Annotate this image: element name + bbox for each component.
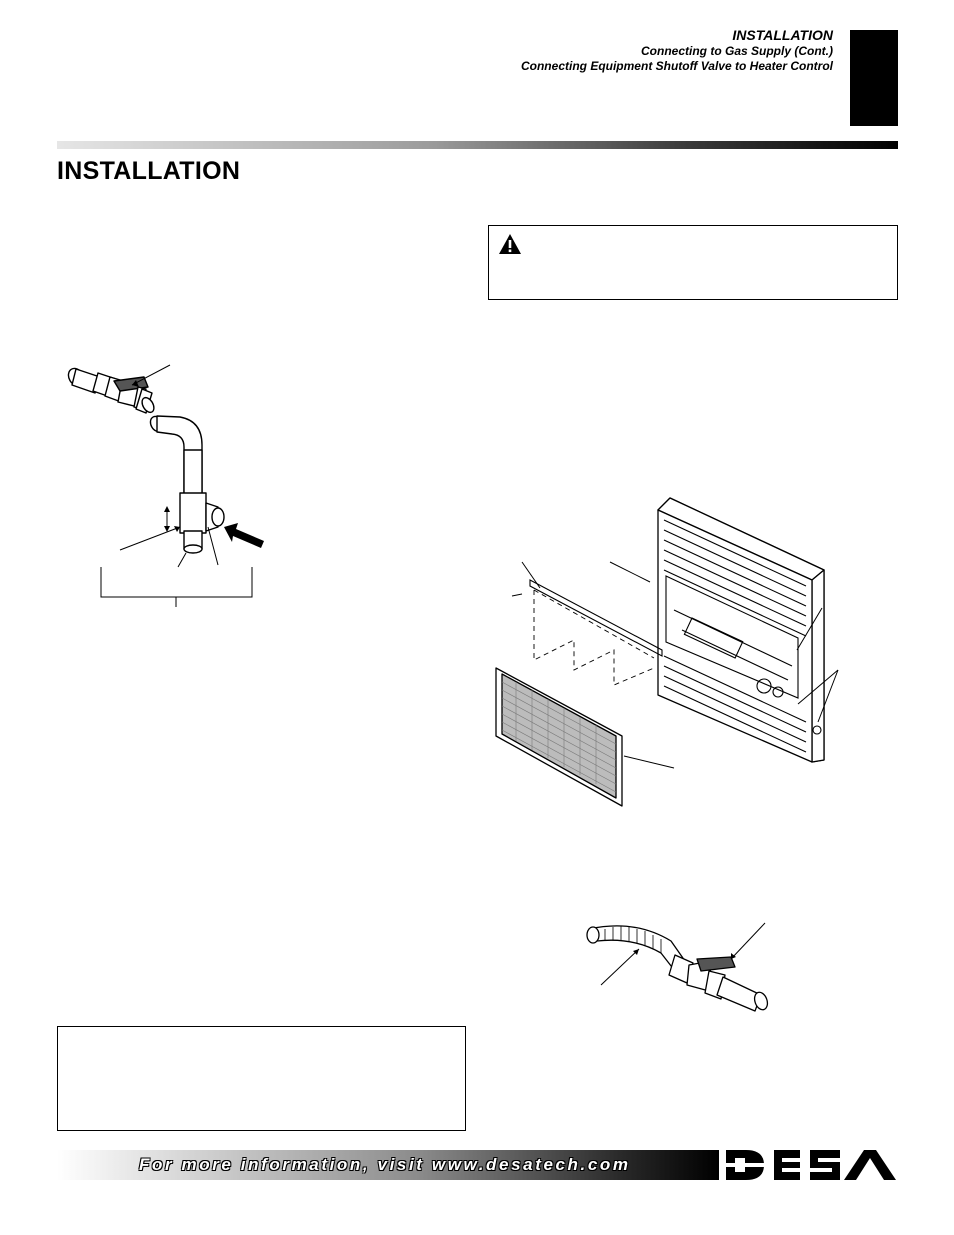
warning-triangle-icon bbox=[499, 234, 521, 254]
notice-box bbox=[57, 1026, 466, 1131]
header-section: INSTALLATION bbox=[732, 27, 833, 43]
desa-logo bbox=[724, 1150, 896, 1180]
header-line-1: Connecting to Gas Supply (Cont.) bbox=[641, 44, 833, 59]
footer-link-text[interactable]: For more information, visit www.desatech… bbox=[139, 1155, 631, 1174]
gas-flow-arrow-icon bbox=[224, 523, 264, 548]
sediment-trap-figure bbox=[67, 364, 264, 607]
footer-bar: For more information, visit www.desatech… bbox=[57, 1150, 719, 1180]
header-line-2: Connecting Equipment Shutoff Valve to He… bbox=[520, 58, 833, 73]
running-header: INSTALLATION Connecting to Gas Supply (C… bbox=[521, 27, 833, 73]
flex-connector-figure bbox=[586, 922, 769, 1012]
warning-box bbox=[488, 225, 898, 300]
heater-figure bbox=[495, 497, 839, 807]
page-title: INSTALLATION bbox=[57, 157, 241, 185]
header-rule bbox=[57, 141, 898, 149]
section-tab bbox=[850, 30, 898, 126]
